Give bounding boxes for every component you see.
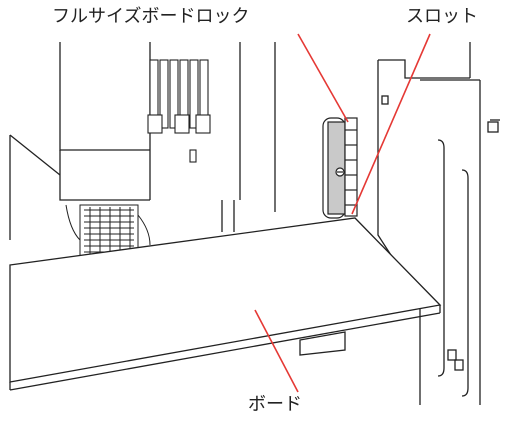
expansion-board	[9, 217, 442, 391]
chassis-frame	[221, 42, 276, 232]
full-size-board-lock-label: フルサイズボードロック	[52, 6, 250, 27]
leader-slot	[351, 33, 431, 215]
leader-lines	[254, 33, 431, 393]
leader-board-lock	[297, 33, 349, 123]
memory-slots	[147, 59, 211, 163]
board-label: ボード	[248, 394, 302, 415]
expansion-slot-brackets	[377, 42, 500, 405]
leader-board	[254, 309, 299, 393]
slot-label: スロット	[406, 6, 478, 27]
full-size-board-lock	[322, 117, 358, 219]
